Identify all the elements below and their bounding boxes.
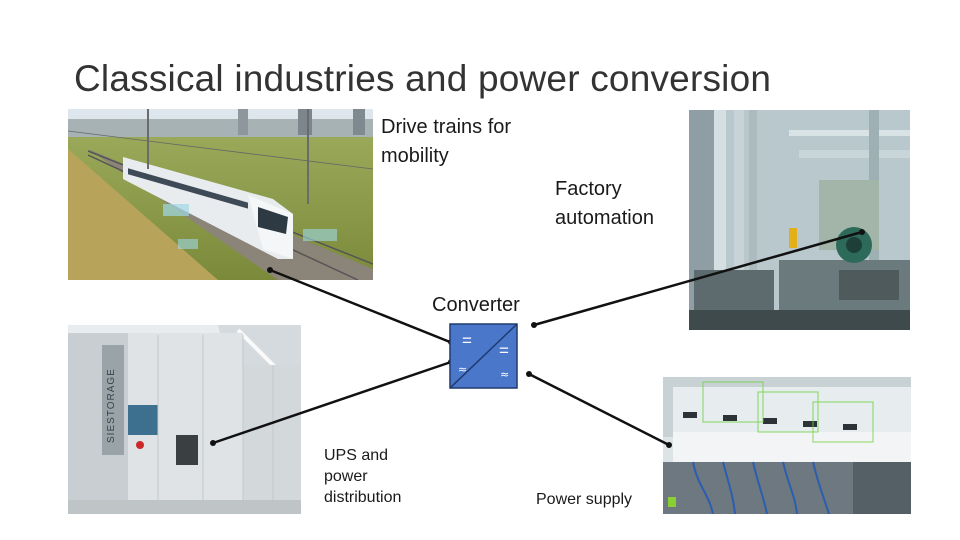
slide-title: Classical industries and power conversio… bbox=[74, 58, 772, 99]
label-ups-line1: UPS and bbox=[324, 447, 389, 464]
label-ups-line2: power bbox=[324, 468, 368, 485]
connector-dot bbox=[666, 442, 672, 448]
label-power-supply: Power supply bbox=[536, 491, 633, 508]
converter-ac-left-symbol: ≈ bbox=[458, 363, 467, 376]
train-photo bbox=[68, 109, 373, 280]
power-supply-photo bbox=[663, 377, 911, 514]
connector-ups bbox=[212, 360, 452, 445]
label-factory: Factory automation bbox=[555, 175, 654, 233]
converter-label: Converter bbox=[432, 294, 520, 316]
siestorage-photo: SIESTORAGE bbox=[68, 325, 301, 514]
connector-dot bbox=[210, 440, 216, 446]
label-mobility-line2: mobility bbox=[381, 145, 449, 167]
siestorage-label: SIESTORAGE bbox=[106, 368, 117, 443]
label-ups-line3: distribution bbox=[324, 489, 402, 506]
converter-dc-right-symbol: = bbox=[499, 341, 509, 360]
label-factory-line1: Factory bbox=[555, 178, 622, 200]
connector-factory bbox=[533, 230, 863, 327]
connector-dot bbox=[267, 267, 273, 273]
converter-dc-left-symbol: = bbox=[462, 331, 472, 350]
label-mobility: Drive trains for mobility bbox=[381, 113, 511, 171]
factory-photo bbox=[689, 110, 910, 330]
converter-ac-right-symbol: ≈ bbox=[500, 368, 509, 381]
connector-power-supply bbox=[528, 372, 670, 447]
connector-dot bbox=[859, 229, 865, 235]
label-factory-line2: automation bbox=[555, 207, 654, 229]
connector-dot bbox=[526, 371, 532, 377]
connector-dot bbox=[531, 322, 537, 328]
label-mobility-line1: Drive trains for bbox=[381, 116, 512, 138]
connector-mobility bbox=[269, 268, 451, 344]
converter-block: = ≈ = ≈ bbox=[449, 323, 518, 389]
label-ups: UPS and power distribution bbox=[324, 445, 401, 508]
